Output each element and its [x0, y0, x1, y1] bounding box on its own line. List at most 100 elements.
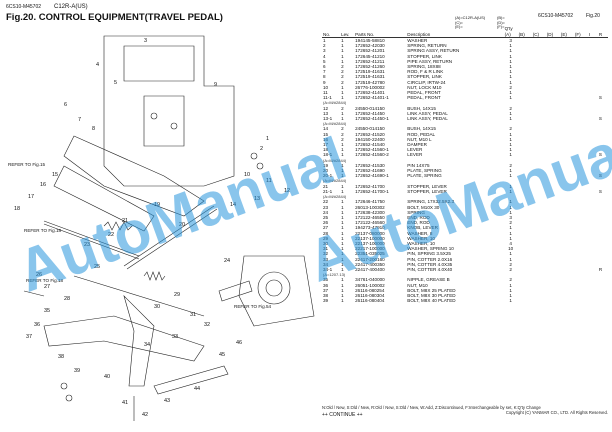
pedal-front — [43, 315, 205, 362]
cell-qty-a: 1 — [509, 131, 512, 137]
col-c: (C) — [531, 26, 546, 38]
cell-parts-no: 22217-100000 — [355, 246, 385, 252]
callout-number: 7 — [78, 117, 81, 123]
cell-no: 18-1 — [323, 152, 333, 158]
cell-description: PIN, COTTER 4.0X35 — [407, 261, 453, 267]
exploded-diagram: REFER TO Fig.15 REFER TO Fig.18 REFER TO… — [8, 35, 315, 421]
cell-lev: 1 — [341, 298, 344, 304]
pedal-arm — [123, 294, 155, 387]
cell-r: S — [598, 116, 602, 122]
cell-parts-no: 172652-41520 — [355, 131, 385, 137]
cell-lev: 1 — [341, 142, 344, 148]
cell-description: STOPPER, LINK — [407, 74, 442, 80]
callout-number: 29 — [174, 292, 180, 298]
cell-lev: 1 — [341, 116, 344, 122]
callout-number: 41 — [122, 400, 128, 406]
cell-parts-no: 22137-100000 — [355, 240, 385, 246]
cell-parts-no: 172645-41210 — [355, 53, 385, 59]
cell-parts-no: 194150-22400 — [355, 136, 385, 142]
callout-number: 31 — [190, 312, 196, 318]
col-i: I — [587, 26, 598, 38]
cell-qty-a: 3 — [509, 214, 512, 220]
model-map-d: (D)= — [497, 19, 505, 25]
page-title: Fig.20. CONTROL EQUIPMENT(TRAVEL PEDAL) — [6, 12, 223, 23]
cell-description: BOLT, M10X 30 — [407, 204, 440, 210]
section-note: (A=M/#2844) — [322, 121, 608, 126]
cell-qty-a: 1 — [509, 53, 512, 59]
refer-label: REFER TO Fig.18 — [26, 278, 64, 283]
callout-number: 4 — [96, 62, 99, 68]
callout-number: 46 — [236, 340, 242, 346]
cell-qty-a: 1 — [509, 48, 512, 54]
cell-no: 39 — [323, 298, 329, 304]
cell-qty-a: 1 — [509, 58, 512, 64]
cell-lev: 1 — [341, 90, 344, 96]
cell-description: END, ROD — [407, 214, 430, 220]
cell-description: PLATE, SPRING — [407, 173, 442, 179]
section-note: (A=M/#2844) — [322, 158, 608, 163]
parts-table-header: No. Lev. Parts No. Description Q'ty(A) (… — [322, 26, 608, 38]
callout-number: 34 — [144, 342, 150, 348]
cell-qty-a: 1 — [509, 168, 512, 174]
cell-qty-a: 1 — [509, 199, 512, 205]
cell-r — [598, 298, 608, 303]
rod — [73, 275, 205, 317]
cell-description: NUT, M10 L — [407, 136, 432, 142]
cell-no: 1 — [323, 38, 326, 43]
callout-number: 20 — [179, 222, 185, 228]
callout-number: 8 — [92, 126, 95, 132]
cell-no: 35 — [323, 277, 329, 283]
col-b: (B) — [517, 26, 532, 38]
cell-qty-a: 1 — [509, 116, 512, 122]
callout-number: 21 — [122, 218, 128, 224]
cell-qty-a: 1 — [509, 256, 512, 262]
cell-lev: 1 — [341, 38, 344, 43]
cell-qty-a: 2 — [509, 277, 512, 283]
cell-b — [518, 298, 532, 303]
callout-number: 14 — [230, 202, 236, 208]
col-qty-a: Q'ty(A) — [503, 26, 518, 38]
cell-qty-a: 1 — [509, 152, 512, 158]
cell-r: R — [598, 266, 603, 272]
section-note-text: (A=M/#2844) — [323, 121, 347, 127]
callout-number: 10 — [244, 172, 250, 178]
cell-description: END, ROD — [407, 220, 430, 226]
cell-no: 36 — [323, 282, 329, 288]
cell-description: LEVER — [407, 147, 423, 153]
section-note: (A=M/#2844) — [322, 100, 608, 105]
cell-description: STOPPER, LEVER — [407, 183, 447, 189]
cell-parts-no: 22137-100000 — [355, 235, 385, 241]
cell-qty-a: 2 — [509, 266, 512, 272]
cell-lev: 1 — [341, 199, 344, 205]
cell-no: 5 — [323, 58, 326, 64]
section-note-text: (A=M/#2844) — [323, 194, 347, 200]
cell-parts-no: 172652-41560-2 — [355, 152, 389, 158]
cell-parts-no: 22351-035025 — [355, 251, 385, 257]
cell-description: WASHER, SPRING 10 — [407, 246, 454, 252]
valve-block — [238, 255, 315, 327]
cell-qty-a: 4 — [509, 240, 512, 246]
cell-description: LINK ASSY, PEDAL — [407, 116, 448, 122]
cell-qty-a: 1 — [509, 64, 512, 70]
refer-label: REFER TO Fig.15 — [8, 162, 46, 167]
cell-parts-no: 194145-58810 — [355, 38, 385, 43]
callout-number: 15 — [52, 172, 58, 178]
copyright-text: Copyright (C) YANMAR CO., LTD. All Right… — [505, 410, 608, 415]
cell-no: 29 — [323, 235, 329, 241]
cell-lev: 1 — [341, 95, 344, 101]
cell-qty-a: 2 — [509, 162, 512, 168]
cell-r: S — [598, 152, 602, 158]
